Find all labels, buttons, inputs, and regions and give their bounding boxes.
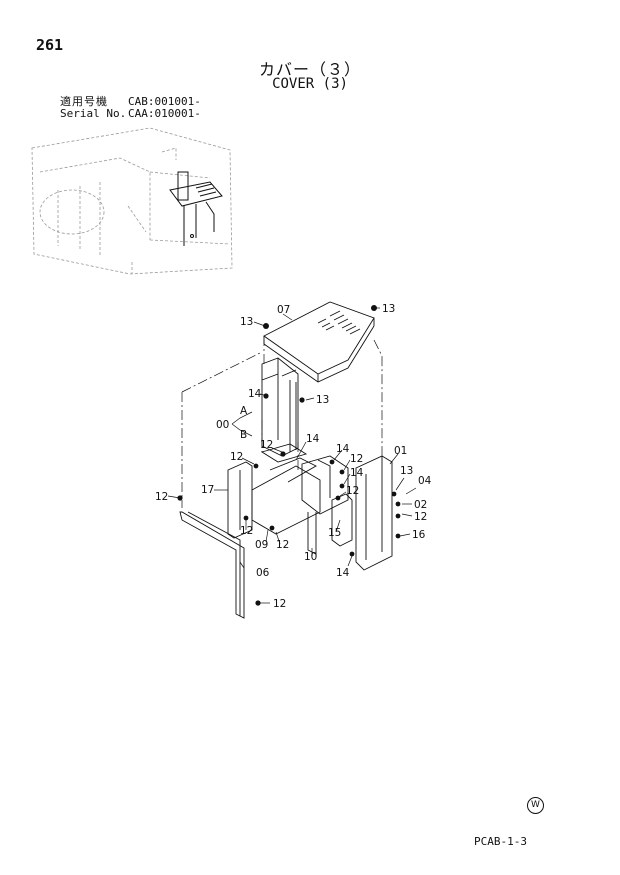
callout-15: 15	[328, 527, 341, 539]
callout-14: 14	[336, 567, 350, 579]
leader-lines	[167, 307, 417, 604]
callout-02: 02	[414, 499, 427, 511]
page-title-english: COVER (3)	[272, 76, 348, 92]
serial-value: CAB:001001-	[128, 95, 201, 108]
callout-12: 12	[414, 511, 427, 523]
callout-17: 17	[201, 484, 214, 496]
callout-12: 12	[276, 539, 289, 551]
callout-00: 00	[216, 419, 229, 431]
callouts: 07 13 13 14 13 A 00 B 12 14 12 17 12 14 …	[155, 303, 432, 610]
callout-14: 14	[336, 443, 350, 455]
callout-06: 06	[256, 567, 270, 579]
callout-14: 14	[248, 388, 262, 400]
serial-row: 適用号機 CAB:001001-	[60, 96, 201, 108]
callout-12: 12	[155, 491, 168, 503]
region-mark: W	[527, 797, 544, 814]
callout-04: 04	[418, 475, 432, 487]
callout-13: 13	[382, 303, 395, 315]
callout-12: 12	[240, 525, 253, 537]
part-09-cover	[251, 443, 321, 535]
serial-label: 適用号機	[60, 95, 108, 108]
page-title-japanese: カバー（３）	[258, 60, 361, 79]
callout-10: 10	[304, 551, 317, 563]
serial-value: CAA:010001-	[128, 107, 201, 120]
callout-16: 16	[412, 529, 426, 541]
callout-13: 13	[400, 465, 413, 477]
bolts	[177, 305, 401, 606]
locator-sketch	[31, 127, 233, 275]
callout-12: 12	[346, 485, 359, 497]
serial-label: Serial No.	[60, 107, 127, 120]
serial-applicability: 適用号機 CAB:001001- Serial No.CAA:010001-	[60, 96, 201, 120]
callout-12: 12	[230, 451, 243, 463]
callout-13: 13	[240, 316, 253, 328]
callout-b: B	[240, 429, 247, 441]
page-number: 261	[36, 36, 64, 54]
callout-07: 07	[277, 304, 290, 316]
callout-12: 12	[350, 453, 363, 465]
callout-01: 01	[394, 445, 407, 457]
callout-12: 12	[273, 598, 286, 610]
locator-highlight	[169, 171, 223, 246]
page-code: PCAB-1-3	[474, 835, 527, 848]
assembly-lines	[181, 339, 383, 508]
callout-14: 14	[306, 433, 320, 445]
callout-13: 13	[316, 394, 329, 406]
callout-a: A	[240, 405, 248, 417]
serial-row: Serial No.CAA:010001-	[60, 108, 201, 120]
callout-14: 14	[350, 467, 364, 479]
part-15-bracket	[331, 493, 353, 547]
part-06-rail	[179, 511, 245, 619]
callout-12: 12	[260, 439, 273, 451]
callout-09: 09	[255, 539, 268, 551]
